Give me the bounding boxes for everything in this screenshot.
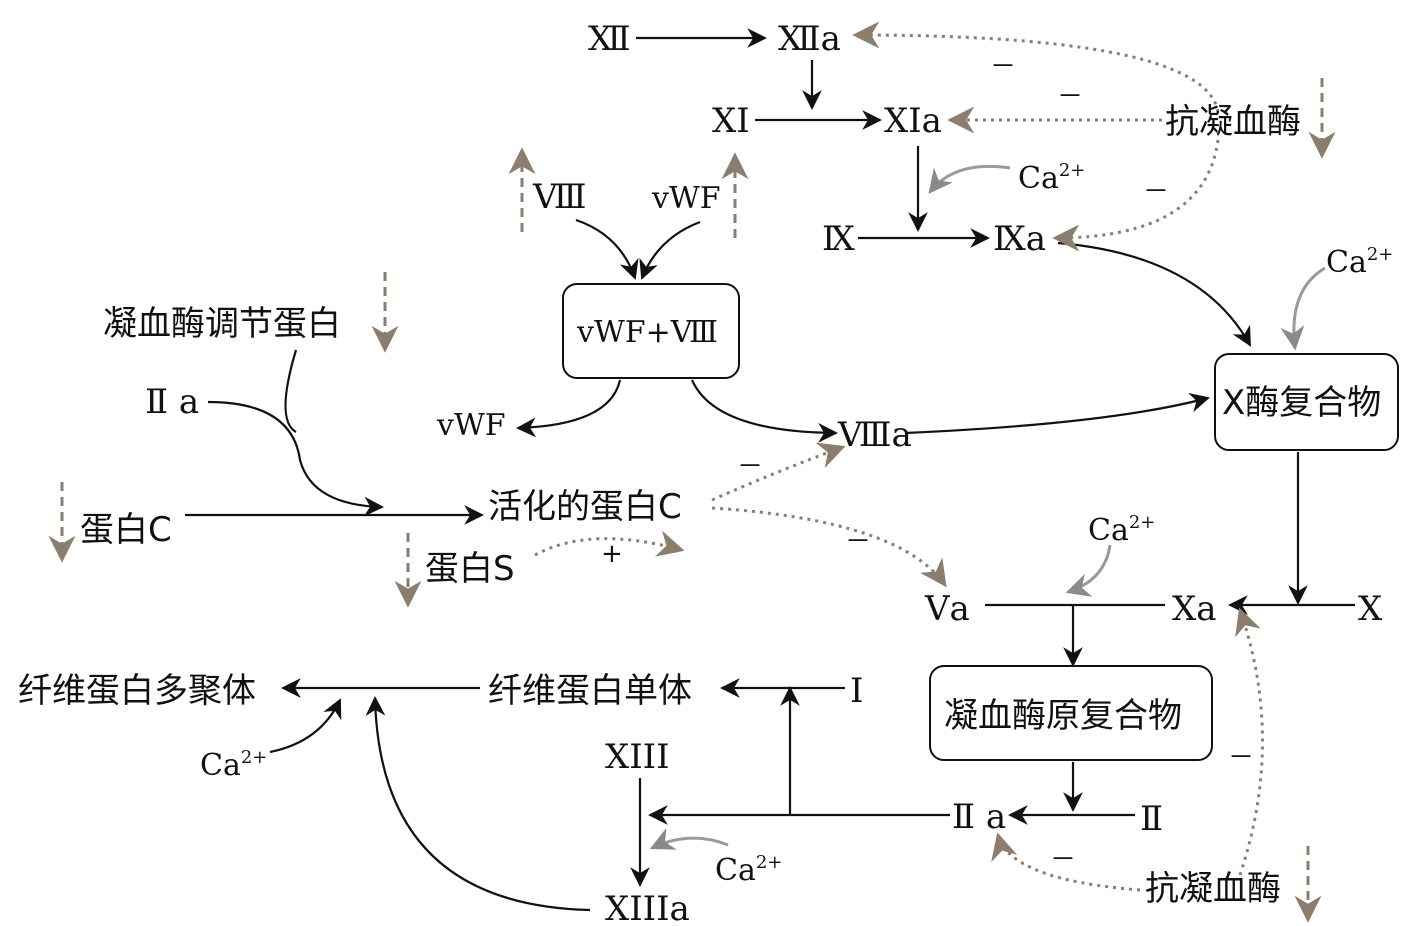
arrow-complex-to-viiia (690, 379, 838, 443)
node-thrombomodulin: 凝血酶调节蛋白 (103, 304, 341, 344)
calcium-label-5: Ca2+ (200, 747, 267, 783)
calcium-label-1: Ca2+ (1018, 160, 1085, 196)
minus-sign-xiia: － (990, 52, 1016, 82)
inhibit-ixa (1052, 139, 1220, 252)
inhibit-va (711, 506, 947, 588)
minus-sign-iia: － (1050, 845, 1076, 875)
node-protein-s: 蛋白S (425, 549, 515, 589)
node-xiiia: XIIIa (605, 889, 690, 926)
minus-sign-va: － (845, 527, 871, 557)
calcium-arrows (649, 164, 1326, 850)
plus-sign-proteins: + (601, 539, 623, 569)
arrow-xiiia-to-polymerization (365, 696, 591, 912)
vwf-viii-box (562, 283, 740, 379)
node-xi: XⅠ (712, 101, 750, 141)
arrow-viii-to-complex (575, 218, 639, 280)
node-xiii: XIII (605, 737, 670, 777)
node-xiia: Ⅻa (778, 19, 841, 59)
minus-sign-viiia: － (737, 452, 763, 482)
arrow-iia-to-activation (207, 400, 384, 517)
node-vwf-viii: vWF+Ⅷ (576, 315, 718, 350)
inhibit-viiia (711, 442, 846, 502)
x-complex-box (1214, 353, 1399, 451)
node-fibrin-monomer: 纤维蛋白单体 (488, 671, 692, 711)
ca-arrow-4 (649, 827, 729, 850)
node-ix: Ⅸ (822, 219, 855, 259)
node-viiia: Ⅷa (837, 415, 912, 455)
node-ixa: Ⅸa (993, 219, 1046, 259)
arrow-ca-to-polymerization (269, 698, 342, 754)
node-xii: Ⅻ (588, 19, 631, 59)
calcium-label-3: Ca2+ (1088, 512, 1155, 548)
prothrombinase-box (929, 665, 1213, 761)
dotted-arrows (534, 21, 1264, 892)
node-x: X (1358, 589, 1383, 629)
node-iia-bottom: Ⅱ a (952, 797, 1006, 837)
node-protein-c: 蛋白C (80, 510, 172, 550)
level-indicator-arrows (48, 78, 1336, 923)
calcium-label-2: Ca2+ (1326, 244, 1393, 280)
promote-proteins (534, 530, 685, 557)
line-thrombomodulin (284, 349, 298, 433)
ca-arrow-2 (1280, 266, 1326, 351)
arrow-ixa-to-xcomplex (1057, 241, 1251, 347)
arrow-viiia-to-xcomplex (904, 392, 1210, 435)
minus-sign-xa: － (1228, 743, 1254, 773)
calcium-label-4: Ca2+ (715, 852, 782, 888)
node-va: Ⅴa (924, 589, 970, 629)
node-ii: Ⅱ (1140, 799, 1163, 839)
node-viii: Ⅷ (532, 177, 587, 217)
ca-arrow-3 (1065, 544, 1112, 597)
node-xia: XⅠa (884, 101, 942, 141)
minus-sign-ixa: － (1143, 177, 1169, 207)
arrow-vwf-to-complex (639, 220, 701, 280)
solid-arrows (185, 28, 1355, 912)
node-x-complex: X酶复合物 (1222, 383, 1381, 423)
arrow-complex-to-vwf (516, 379, 622, 438)
ca-arrow-1 (928, 164, 1011, 194)
node-i: Ⅰ (850, 671, 863, 711)
node-vwf-in: vWF (651, 181, 721, 216)
minus-sign-xia: － (1057, 82, 1083, 112)
node-prothrombinase: 凝血酶原复合物 (944, 696, 1182, 736)
node-antithrombin-bottom: 抗凝血酶 (1145, 869, 1281, 909)
inhibit-xiia (852, 21, 1220, 113)
node-activated-protein-c: 活化的蛋白C (488, 487, 682, 527)
node-xa: Xa (1172, 589, 1216, 629)
node-fibrin-polymer: 纤维蛋白多聚体 (18, 671, 256, 711)
node-antithrombin-top: 抗凝血酶 (1165, 102, 1301, 142)
node-vwf-out: vWF (436, 408, 506, 443)
node-iia-top: Ⅱ a (145, 382, 199, 422)
inhibit-xa (1235, 607, 1264, 876)
